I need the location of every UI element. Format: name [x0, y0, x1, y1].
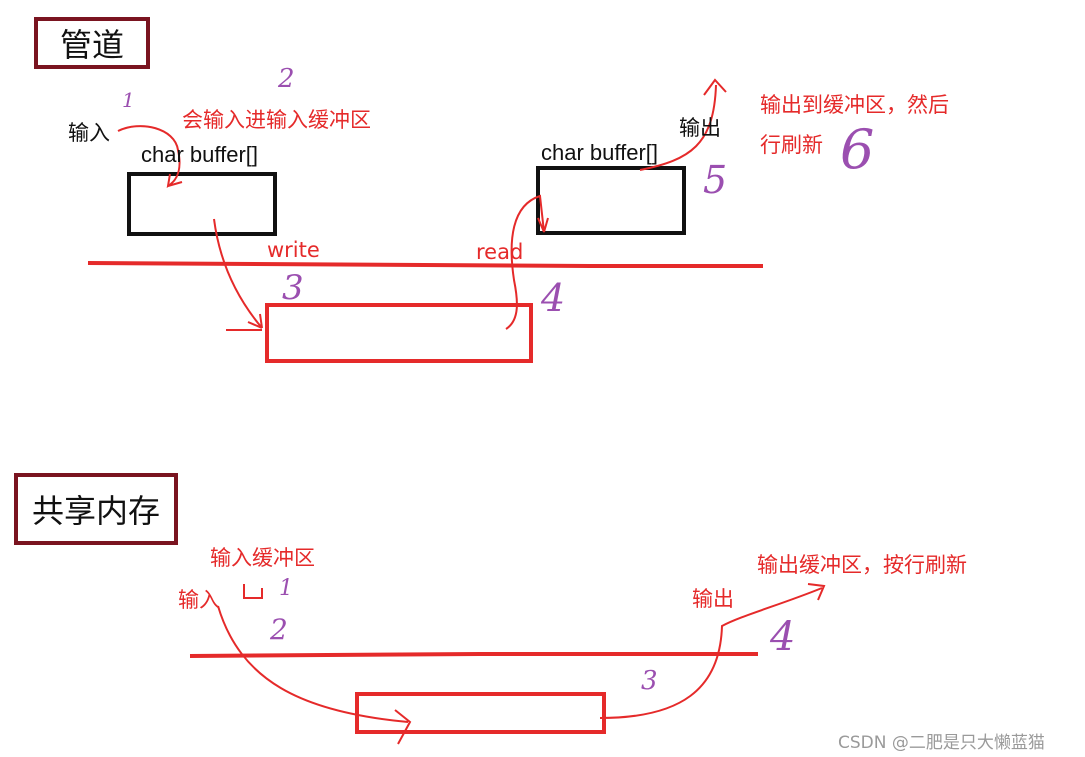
pipe-title: 管道	[34, 17, 150, 69]
shm-step-1: 1	[279, 576, 293, 601]
shm-input-label: 输入	[178, 588, 220, 612]
pipe-kernel-buffer-box	[265, 303, 533, 363]
pipe-step-1: 1	[122, 88, 135, 112]
pipe-step-4: 4	[541, 276, 566, 320]
shm-input-arrow	[217, 605, 412, 745]
shm-title-text: 共享内存	[31, 492, 160, 530]
pipe-write-label: write	[267, 238, 320, 262]
shm-input-buffer-label: 输入缓冲区	[210, 546, 315, 570]
pipe-step-6: 6	[840, 118, 875, 181]
pipe-note-output-line2: 行刷新	[760, 133, 823, 157]
pipe-note-input-buffer: 会输入进输入缓冲区	[182, 108, 371, 132]
shm-divider-line	[189, 652, 758, 658]
pipe-read-arrow	[505, 194, 549, 330]
pipe-right-buffer-label: char buffer[]	[541, 140, 658, 165]
pipe-read-label: read	[476, 240, 524, 264]
shm-output-label: 输出	[692, 587, 734, 611]
shm-title: 共享内存	[14, 473, 178, 545]
shm-input-buffer-hook	[243, 584, 263, 599]
pipe-input-label: 输入	[68, 121, 110, 145]
pipe-left-buffer-label: char buffer[]	[141, 142, 258, 167]
pipe-title-text: 管道	[59, 26, 124, 64]
pipe-output-arrow	[639, 78, 727, 171]
pipe-note-output-line1: 输出到缓冲区，然后	[760, 93, 949, 117]
shm-memory-box	[355, 692, 606, 734]
shm-step-2: 2	[270, 613, 288, 646]
pipe-input-arrow	[117, 125, 183, 188]
pipe-output-label: 输出	[679, 116, 721, 140]
pipe-left-buffer-box	[127, 172, 277, 236]
pipe-step-2: 2	[278, 64, 295, 94]
shm-note-output: 输出缓冲区，按行刷新	[757, 553, 967, 577]
shm-step-3: 3	[641, 666, 658, 696]
watermark: CSDN @二肥是只大懒蓝猫	[838, 733, 1045, 753]
pipe-write-arrow	[213, 218, 263, 331]
shm-step-4: 4	[770, 614, 796, 660]
pipe-right-buffer-box	[536, 166, 686, 235]
pipe-step-5: 5	[703, 158, 728, 202]
shm-output-arrow	[599, 583, 826, 719]
pipe-step-3: 3	[282, 268, 304, 308]
pipe-divider-line	[87, 261, 763, 268]
